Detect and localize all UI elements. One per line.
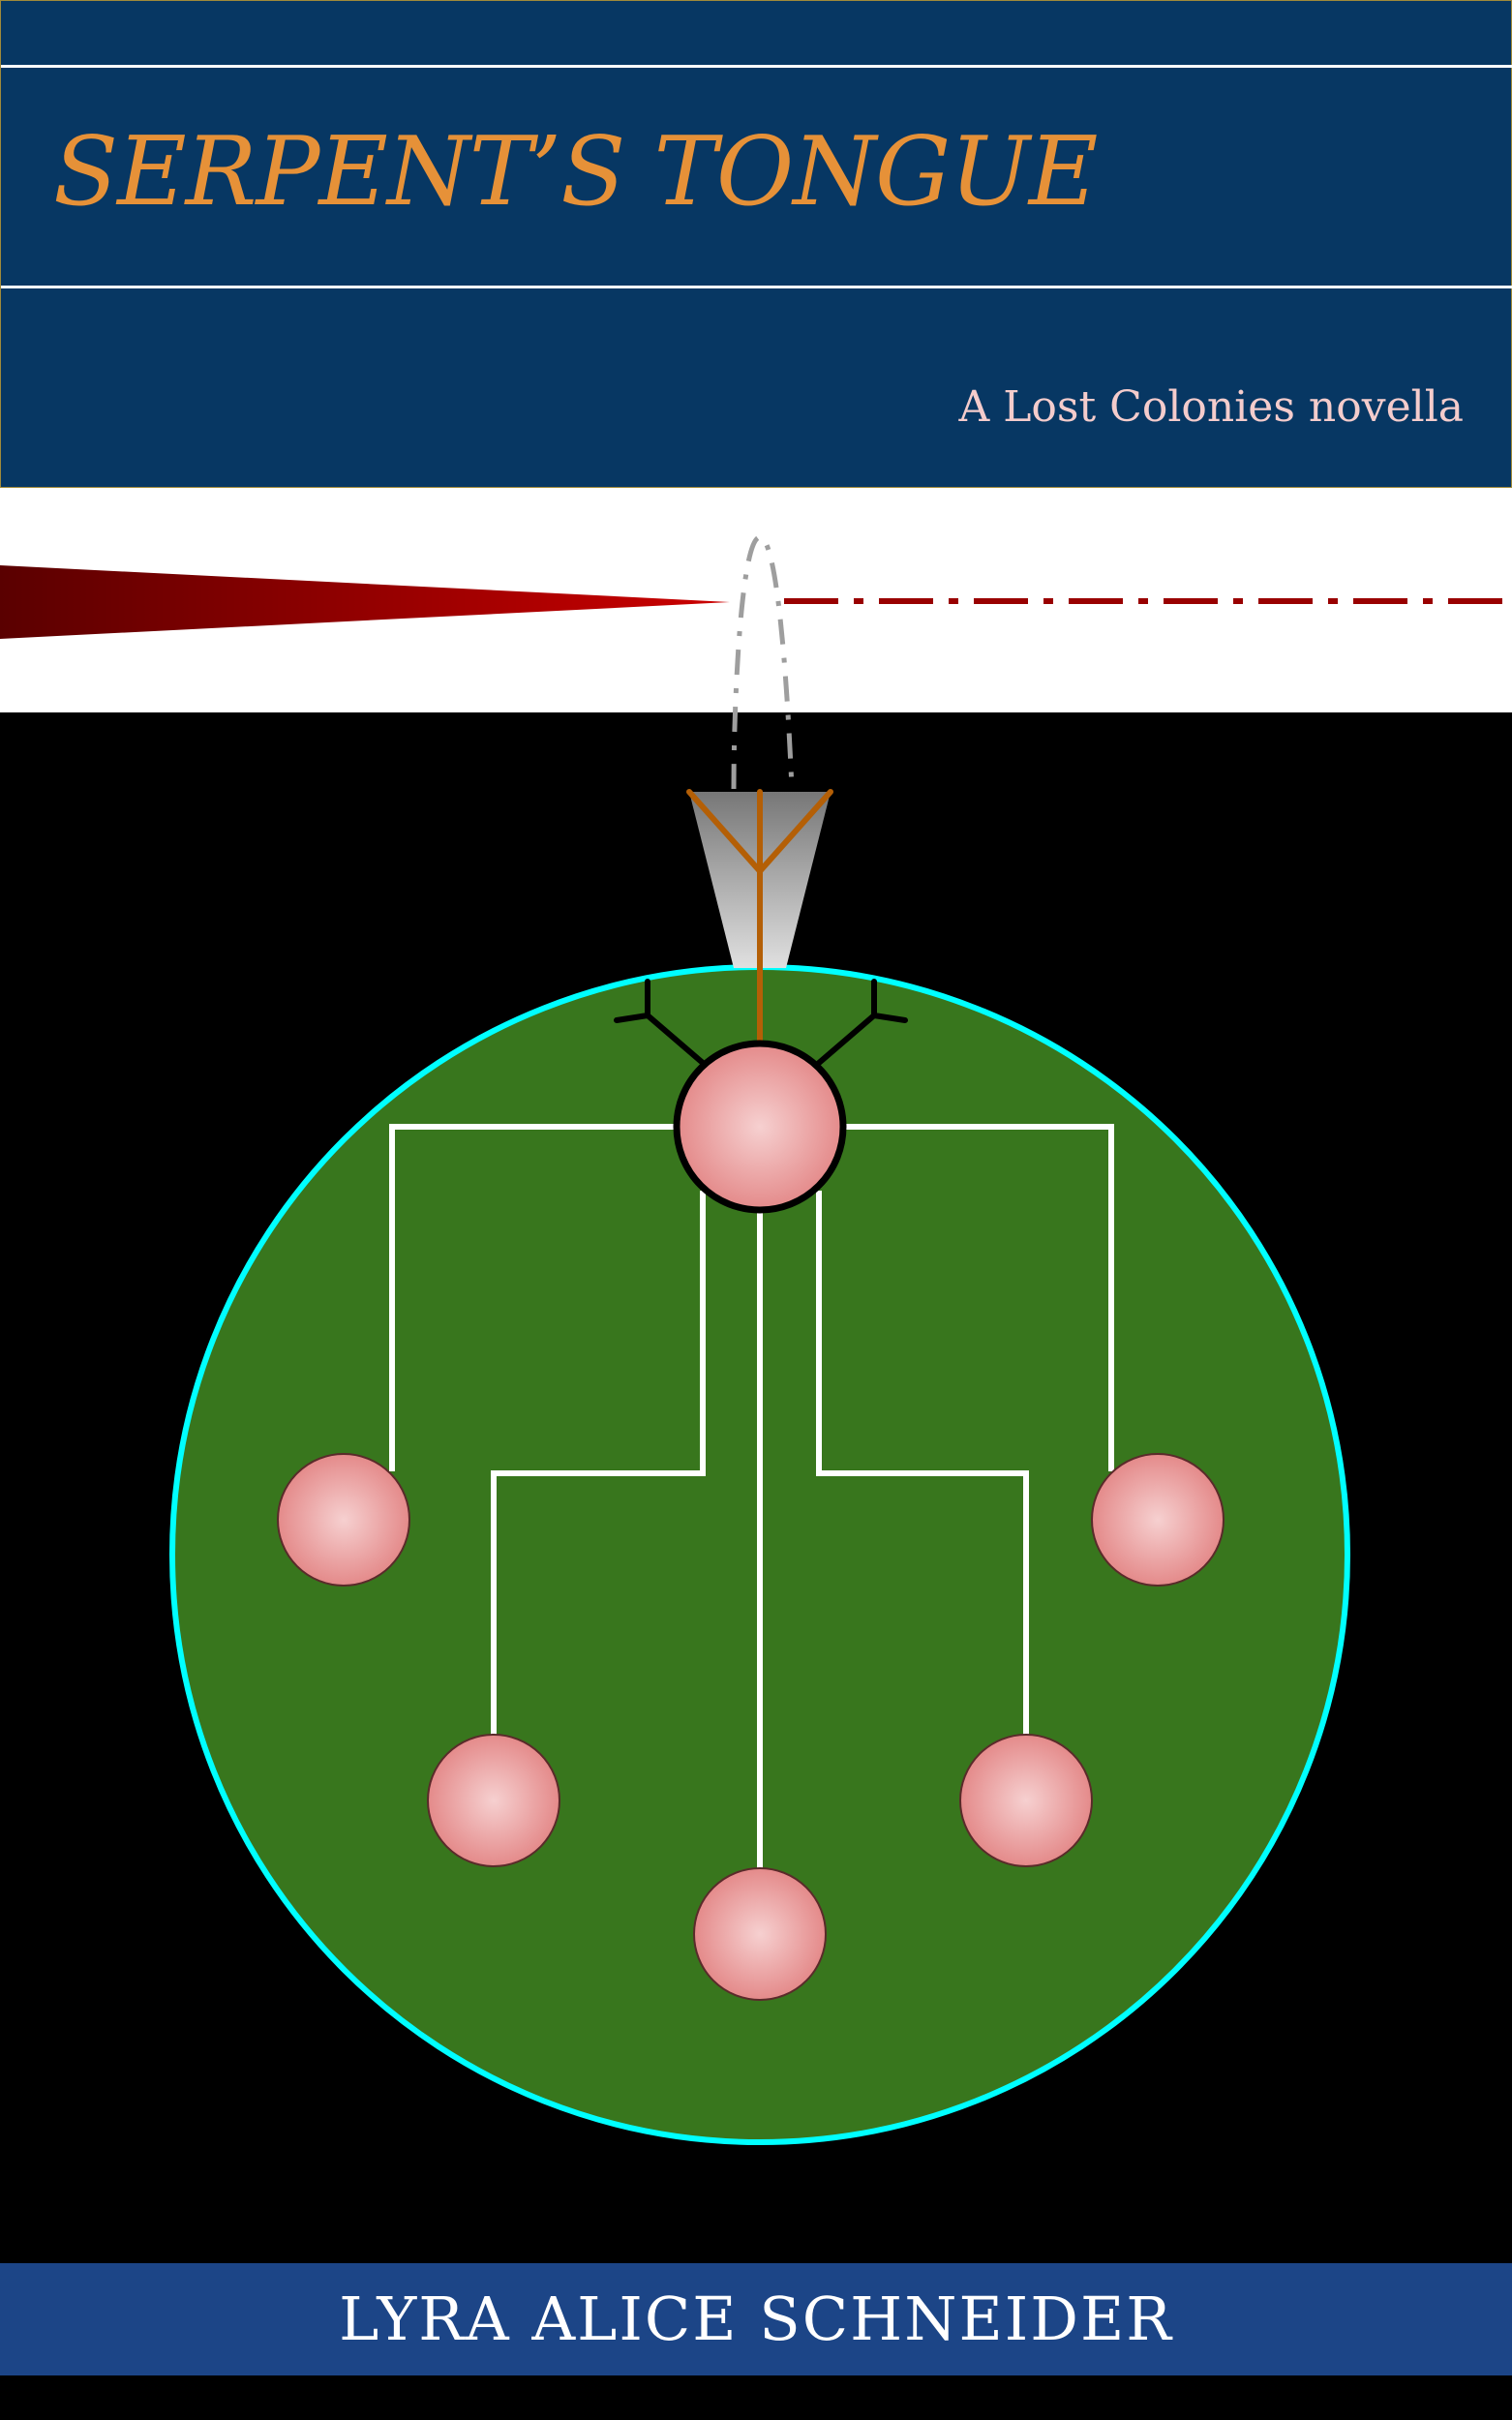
red-wedge [0,565,730,639]
node-left-lower [427,1734,560,1867]
node-bottom [693,1867,827,2001]
author-band: LYRA ALICE SCHNEIDER [0,2263,1512,2375]
title-band: SERPENT’S TONGUE A Lost Colonies novella [0,0,1512,488]
book-subtitle: A Lost Colonies novella [958,382,1464,432]
author-name: LYRA ALICE SCHNEIDER [339,2284,1173,2354]
antennae [614,979,908,1066]
dashed-loop [731,534,795,790]
circuit-lines [389,1124,1114,1868]
node-right-lower [959,1734,1093,1867]
central-node [673,1040,847,1214]
top-rule [1,65,1512,68]
copper-connector [686,789,833,1048]
node-left-upper [277,1453,410,1587]
node-right-upper [1091,1453,1225,1587]
book-title: SERPENT’S TONGUE [53,117,1098,227]
middle-rule [1,286,1512,288]
